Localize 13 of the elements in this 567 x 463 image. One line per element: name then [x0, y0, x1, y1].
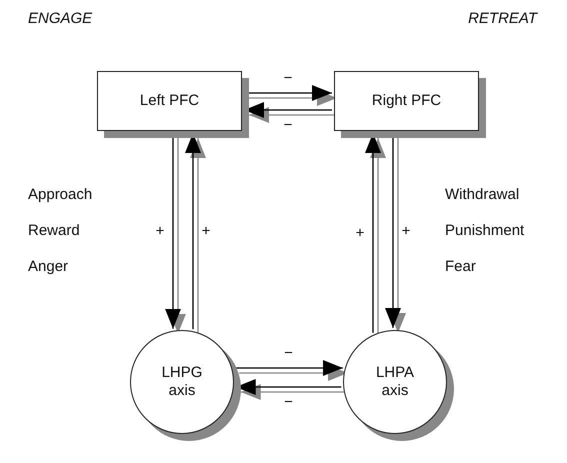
node-label: LHPG axis [160, 364, 204, 400]
label-text: Anger [28, 258, 68, 275]
heading: RETREAT [468, 10, 537, 27]
heading: ENGAGE [28, 10, 92, 27]
label-text: Punishment [445, 222, 524, 239]
label-text: Withdrawal [445, 186, 520, 203]
label-text: Reward [28, 222, 80, 239]
node-label: Left PFC [140, 92, 200, 110]
node-label: LHPA axis [374, 364, 416, 400]
label-text: Approach [28, 186, 92, 203]
node-label: Right PFC [372, 92, 442, 110]
label-text: Fear [445, 258, 476, 275]
arrow [234, 360, 343, 376]
